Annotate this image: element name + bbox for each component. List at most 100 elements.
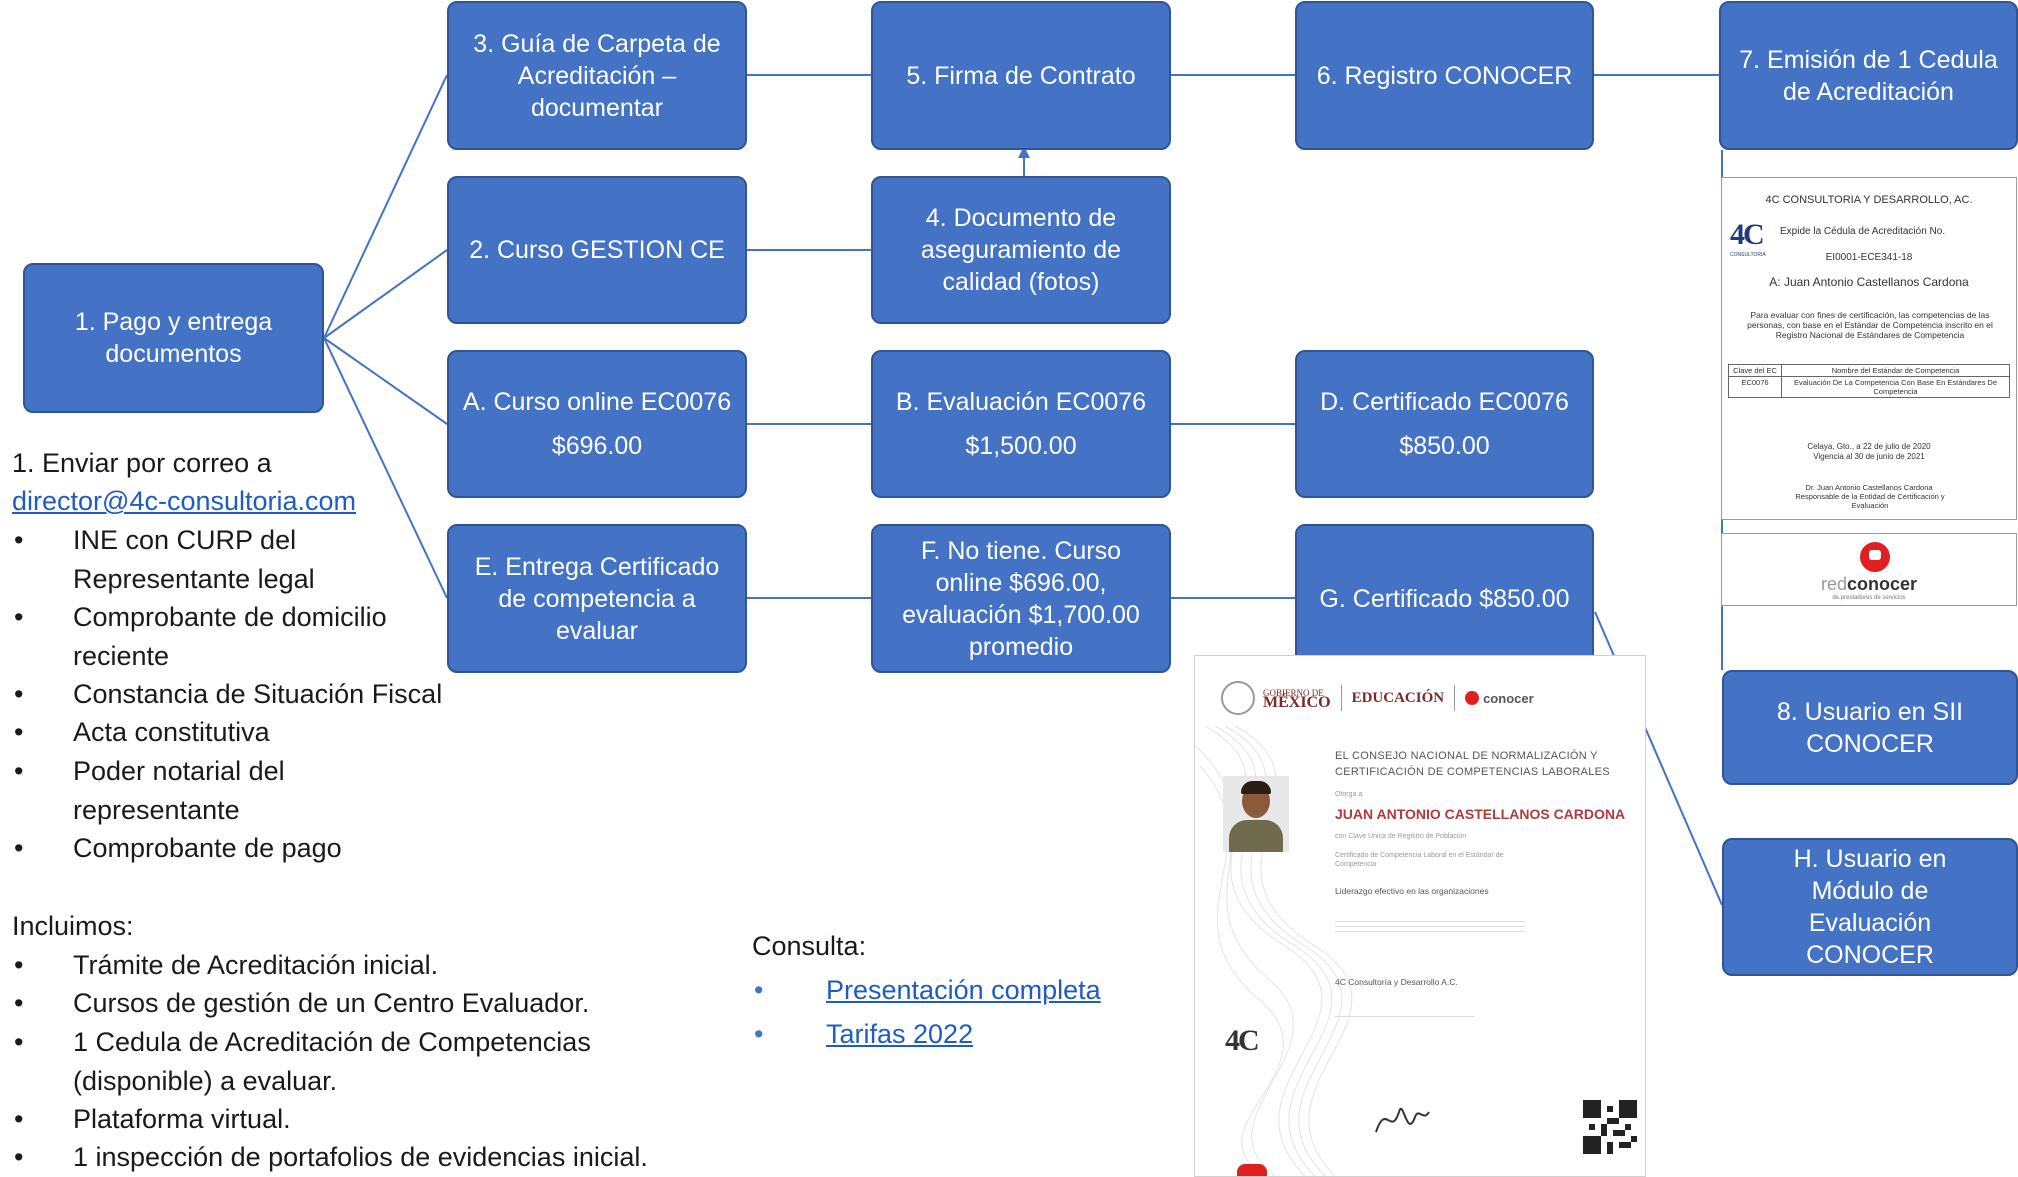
- step-e-label: E. Entrega Certificado de competencia a …: [474, 552, 720, 645]
- bullet-icon: •: [754, 1019, 764, 1049]
- step-a-label: A. Curso online EC0076: [462, 388, 732, 416]
- doc-item-text: Comprobante de domicilio reciente: [73, 602, 387, 671]
- photo-hair: [1241, 781, 1271, 794]
- cedula-purpose: Para evaluar con fines de certificación,…: [1747, 310, 1993, 340]
- header-divider: [1340, 685, 1342, 711]
- bullet-icon: •: [14, 717, 24, 747]
- consulta-title: Consulta:: [752, 931, 867, 961]
- bullet-icon: •: [14, 525, 24, 555]
- cert-field-2: Certificado de Competencia Laboral en el…: [1335, 852, 1504, 868]
- step-h-label: H. Usuario en Módulo de Evaluación CONOC…: [1793, 845, 1947, 969]
- cedula-signer-role: Responsable de la Entidad de Certificaci…: [1795, 492, 1945, 510]
- doc-item-text: Poder notarial del representante: [73, 756, 285, 825]
- step-7-label: 7. Emisión de 1 Cedula de Acreditación: [1739, 45, 1998, 106]
- incluimos-title: Incluimos:: [12, 911, 134, 941]
- cedula-expide: Expide la Cédula de Acreditación No.: [1780, 226, 1946, 237]
- bullet-icon: •: [14, 1104, 24, 1134]
- incl-item-text: Trámite de Acreditación inicial.: [73, 950, 439, 980]
- conocer-icon: [1465, 691, 1480, 705]
- doc-item-text: INE con CURP del Representante legal: [73, 525, 315, 594]
- incl-item-text: Plataforma virtual.: [73, 1104, 291, 1134]
- conocer-red-mark: [1237, 1164, 1267, 1176]
- step-b-price: $1,500.00: [965, 432, 1077, 460]
- step-d-price: $850.00: [1399, 432, 1490, 460]
- redconocer-logo: redconocer de prestadores de servicios: [1721, 533, 2017, 606]
- cedula-place: Celaya, Gto., a 22 de julio de 2020: [1807, 442, 1931, 451]
- step-4-box: 4. Documento de aseguramiento de calidad…: [871, 176, 1171, 324]
- 4c-logo-cert: 4C: [1225, 1024, 1260, 1057]
- step-7-box: 7. Emisión de 1 Cedula de Acreditación: [1719, 1, 2018, 150]
- cert-field-1: con Clave Única de Registro de Población: [1335, 833, 1467, 840]
- cert-consejo: EL CONSEJO NACIONAL DE NORMALIZACIÓN Y C…: [1335, 750, 1610, 778]
- 4c-logo-sub: CONSULTORIA: [1730, 252, 1766, 258]
- cert-std: Liderazgo efectivo en las organizaciones: [1335, 886, 1489, 896]
- step-3-label: 3. Guía de Carpeta de Acreditación – doc…: [473, 29, 721, 122]
- cedula-table: Clave del EC Nombre del Estándar de Comp…: [1728, 364, 2010, 398]
- 4c-logo: 4C: [1730, 218, 1765, 251]
- qr-code-icon: [1583, 1100, 1637, 1154]
- cedula-number: EI0001-ECE341-18: [1825, 252, 1913, 263]
- bullet-icon: •: [14, 833, 24, 863]
- step-g-box: G. Certificado $850.00: [1295, 524, 1594, 673]
- conocer-logo: conocer: [1465, 691, 1534, 706]
- step-g-label: G. Certificado $850.00: [1319, 584, 1570, 613]
- email-link[interactable]: director@4c-consultoria.com: [12, 486, 357, 516]
- seal-icon: [1221, 681, 1255, 715]
- step-e-box: E. Entrega Certificado de competencia a …: [447, 524, 747, 673]
- bullet-icon: •: [14, 602, 24, 632]
- cedula-org: 4C CONSULTORIA Y DESARROLLO, AC.: [1765, 194, 1973, 206]
- redconocer-sub: de prestadores de servicios: [1832, 595, 1906, 601]
- bullet-icon: •: [14, 950, 24, 980]
- send-intro: 1. Enviar por correo a: [12, 448, 272, 478]
- step-1-label: 1. Pago y entrega documentos: [74, 308, 273, 368]
- step-d-box: D. Certificado EC0076 $850.00: [1295, 350, 1594, 498]
- header-divider: [1454, 685, 1456, 711]
- bullet-icon: •: [14, 1142, 24, 1172]
- cedula-std: Evaluación De La Competencia Con Base En…: [1781, 376, 2010, 398]
- signature: [1375, 1107, 1430, 1133]
- step-f-box: F. No tiene. Curso online $696.00, evalu…: [871, 524, 1171, 673]
- doc-item-text: Constancia de Situación Fiscal: [73, 679, 443, 709]
- step-a-box: A. Curso online EC0076 $696.00: [447, 350, 747, 498]
- cert-line-2: [1335, 1016, 1475, 1017]
- step-f-label: F. No tiene. Curso online $696.00, evalu…: [902, 536, 1140, 661]
- cert-name: JUAN ANTONIO CASTELLANOS CARDONA: [1335, 806, 1626, 822]
- email-link-wrap: director@4c-consultoria.com: [12, 482, 356, 521]
- step-a-price: $696.00: [551, 432, 643, 460]
- cert-org: 4C Consultoría y Desarrollo A.C.: [1335, 977, 1458, 987]
- cert-body: EL CONSEJO NACIONAL DE NORMALIZACIÓN Y C…: [1335, 748, 1635, 1017]
- bullet-icon: •: [14, 988, 24, 1018]
- cedula-vigencia: Vigencia al 30 de junio de 2021: [1813, 452, 1925, 461]
- cert-lines: [1335, 921, 1525, 922]
- bullet-icon: •: [754, 975, 764, 1005]
- incl-item-text: Cursos de gestión de un Centro Evaluador…: [73, 988, 590, 1018]
- cedula-col-2: Nombre del Estándar de Competencia: [1781, 364, 2010, 377]
- conocer-circle-icon: [1860, 542, 1890, 572]
- redconocer-wordmark: redconocer: [1820, 574, 1918, 594]
- presentacion-link[interactable]: Presentación completa: [826, 975, 1101, 1005]
- step-5-label: 5. Firma de Contrato: [906, 61, 1136, 90]
- doc-item-text: Comprobante de pago: [73, 833, 342, 863]
- bullet-icon: •: [14, 1027, 24, 1057]
- educacion-logo: EDUCACIÓN: [1351, 689, 1445, 706]
- step-3-box: 3. Guía de Carpeta de Acreditación – doc…: [447, 1, 747, 150]
- step-8-label: 8. Usuario en SII CONOCER: [1776, 697, 1964, 758]
- cedula-code: EC0076: [1728, 376, 1782, 398]
- incl-item-text: 1 Cedula de Acreditación de Competencias…: [73, 1027, 591, 1096]
- tarifas-link[interactable]: Tarifas 2022: [826, 1019, 974, 1049]
- step-4-label: 4. Documento de aseguramiento de calidad…: [920, 204, 1122, 296]
- cedula-to: A: Juan Antonio Castellanos Cardona: [1769, 275, 1969, 289]
- step-6-box: 6. Registro CONOCER: [1295, 1, 1594, 150]
- bullet-icon: •: [14, 679, 24, 709]
- step-5-box: 5. Firma de Contrato: [871, 1, 1171, 150]
- step-h-box: H. Usuario en Módulo de Evaluación CONOC…: [1722, 838, 2018, 976]
- step-2-box: 2. Curso GESTION CE: [447, 176, 747, 324]
- doc-item-text: Acta constitutiva: [73, 717, 270, 747]
- step-b-label: B. Evaluación EC0076: [895, 388, 1147, 416]
- cedula-document: 4C CONSULTORIA Y DESARROLLO, AC. 4C CONS…: [1721, 177, 2017, 520]
- incl-item-text: 1 inspección de portafolios de evidencia…: [73, 1142, 648, 1172]
- step-b-box: B. Evaluación EC0076 $1,500.00: [871, 350, 1171, 498]
- step-1-box: 1. Pago y entrega documentos: [23, 263, 324, 413]
